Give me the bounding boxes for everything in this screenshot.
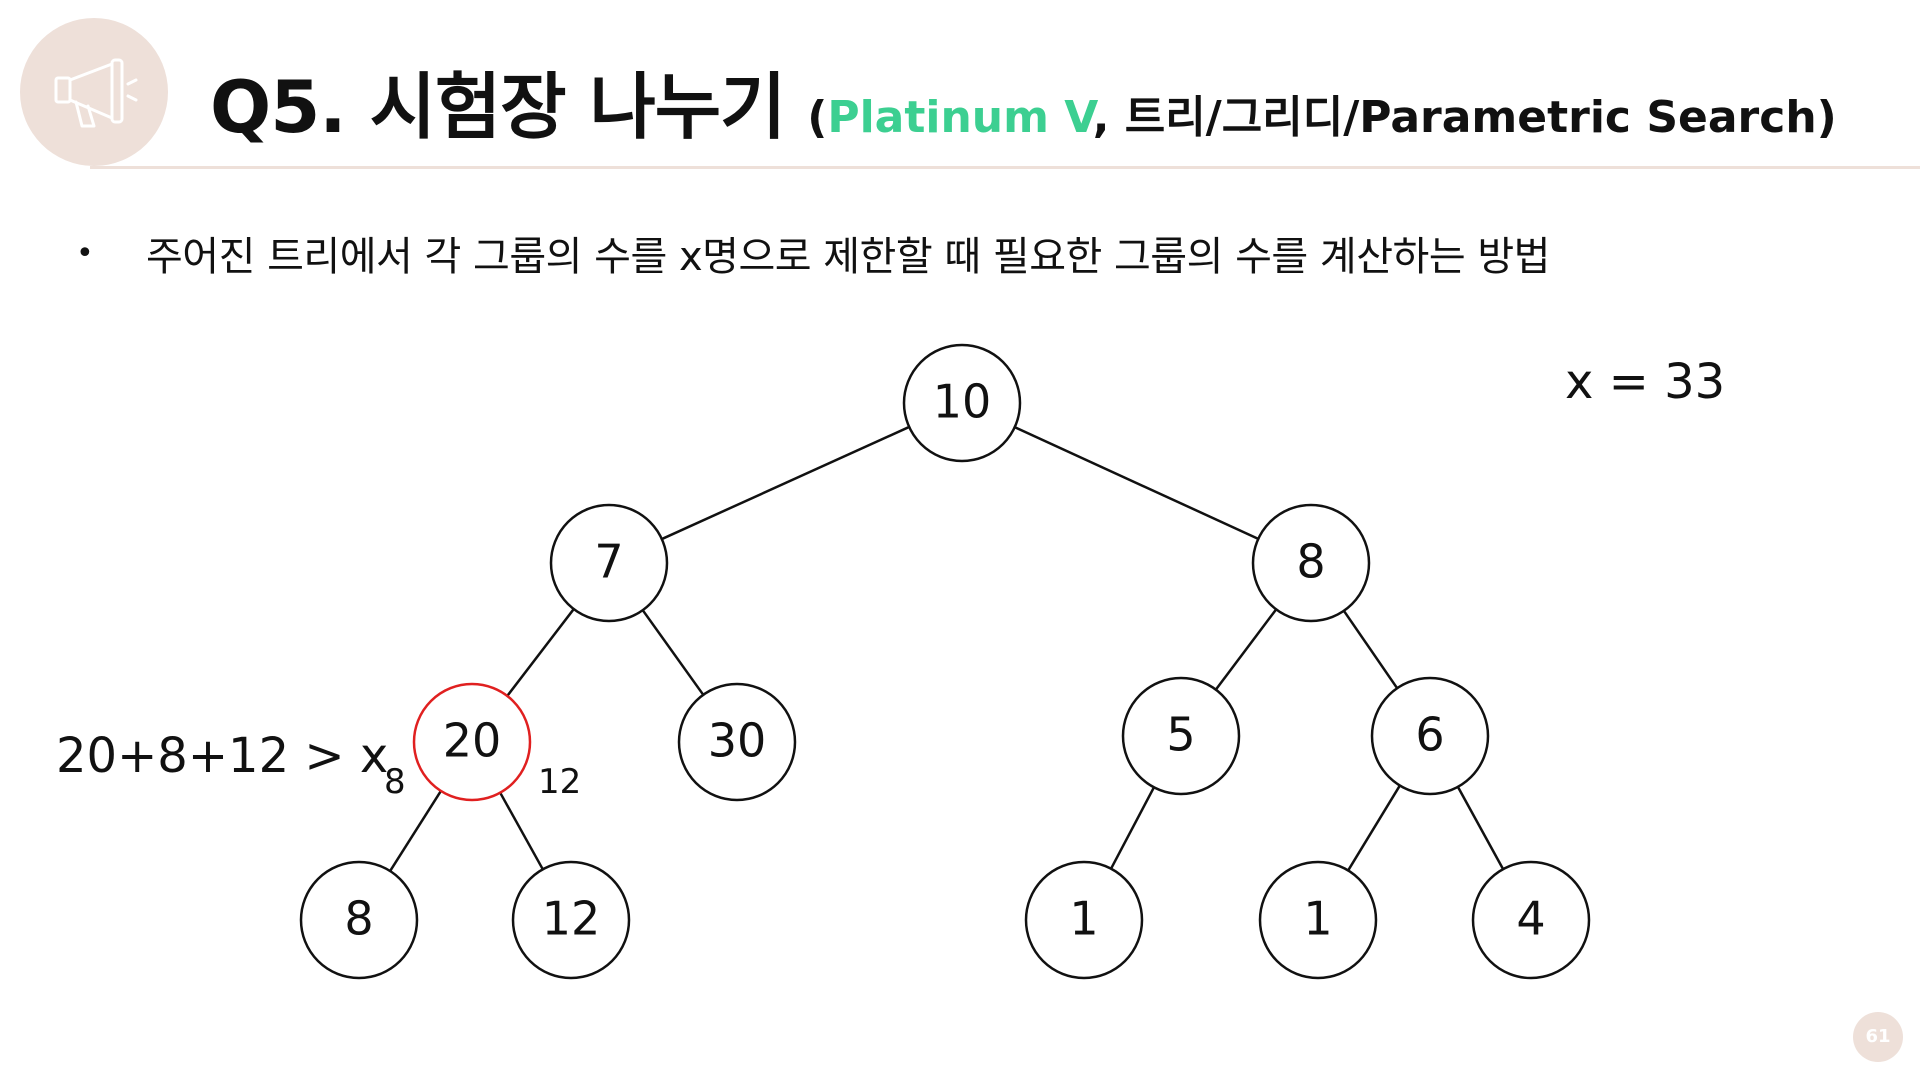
- node-circle: [1471, 860, 1591, 980]
- subtitle-level: Platinum V: [827, 92, 1093, 143]
- node-circle: [299, 860, 419, 980]
- tree-edge-6-1: [1347, 784, 1401, 872]
- node-value: 7: [594, 535, 623, 589]
- tree-node-1: 1: [1024, 860, 1144, 980]
- node-circle: [1370, 676, 1490, 796]
- edge-label-right: 12: [538, 762, 582, 802]
- tree-edge-7-20: [506, 608, 575, 697]
- tree-node-30: 30: [677, 682, 797, 802]
- title-divider: [90, 166, 1920, 169]
- highlighted-node-circle: [412, 682, 532, 802]
- sum-condition-label: 20+8+12 > x: [56, 728, 389, 784]
- node-circle: [1121, 676, 1241, 796]
- tree-node-7: 7: [549, 503, 669, 623]
- tree-edge-8-5: [1214, 608, 1278, 691]
- subtitle-open-paren: (: [807, 92, 828, 143]
- node-value: 4: [1516, 892, 1545, 946]
- node-circle: [511, 860, 631, 980]
- node-circle: [1258, 860, 1378, 980]
- tree-node-20: 20: [412, 682, 532, 802]
- megaphone-icon: [54, 58, 138, 128]
- tree-node-6: 6: [1370, 676, 1490, 796]
- tree-edge-10-8: [1014, 426, 1259, 540]
- node-value: 1: [1303, 892, 1332, 946]
- node-value: 8: [1296, 535, 1325, 589]
- tree-node-8: 8: [1251, 503, 1371, 623]
- logo-circle: [20, 18, 168, 166]
- node-value: 1: [1069, 892, 1098, 946]
- node-circle: [902, 343, 1022, 463]
- node-value: 30: [708, 714, 767, 768]
- bullet-symbol: •: [76, 235, 94, 271]
- tree-node-10: 10: [902, 343, 1022, 463]
- node-value: 8: [344, 892, 373, 946]
- node-circle: [1251, 503, 1371, 623]
- edge-label-left: 8: [384, 762, 406, 802]
- tree-edge-5-1: [1109, 786, 1156, 870]
- page-number-badge: 61: [1853, 1012, 1903, 1062]
- tree-node-4: 4: [1471, 860, 1591, 980]
- tree-edge-20-8: [389, 790, 442, 872]
- node-circle: [1024, 860, 1144, 980]
- bullet-text: 주어진 트리에서 각 그룹의 수를 x명으로 제한할 때 필요한 그룹의 수를 …: [146, 234, 1550, 280]
- node-value: 10: [933, 375, 992, 429]
- tree-edge-7-30: [641, 609, 705, 696]
- node-circle: [677, 682, 797, 802]
- subtitle-tags: , 트리/그리디/Parametric Search): [1092, 92, 1837, 143]
- title-main: Q5. 시험장 나누기: [210, 65, 786, 149]
- tree-node-5: 5: [1121, 676, 1241, 796]
- node-value: 12: [542, 892, 601, 946]
- node-value: 20: [443, 714, 502, 768]
- tree-edge-20-12: [499, 792, 544, 870]
- tree-node-12: 12: [511, 860, 631, 980]
- tree-edge-10-7: [661, 425, 910, 541]
- tree-node-8: 8: [299, 860, 419, 980]
- x-value-label: x = 33: [1565, 354, 1726, 410]
- node-circle: [549, 503, 669, 623]
- node-value: 5: [1166, 708, 1195, 762]
- node-value: 6: [1415, 708, 1444, 762]
- tree-edge-8-6: [1342, 610, 1399, 689]
- title-subtitle: (Platinum V, 트리/그리디/Parametric Search): [807, 81, 1837, 145]
- bullet-item: • 주어진 트리에서 각 그룹의 수를 x명으로 제한할 때 필요한 그룹의 수…: [76, 224, 1550, 282]
- tree-node-1: 1: [1258, 860, 1378, 980]
- tree-edge-6-4: [1456, 786, 1505, 870]
- page-title: Q5. 시험장 나누기 (Platinum V, 트리/그리디/Parametr…: [210, 48, 1837, 153]
